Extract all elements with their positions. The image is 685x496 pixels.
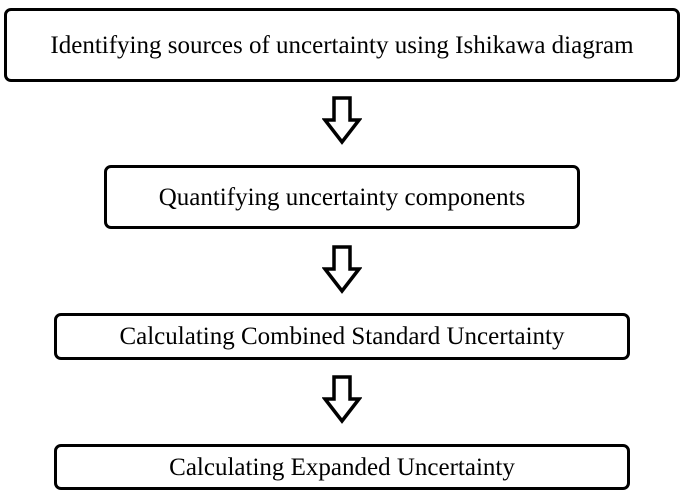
step-box-identify-sources: Identifying sources of uncertainty using…: [4, 8, 680, 82]
step-label-identify-sources: Identifying sources of uncertainty using…: [50, 31, 634, 59]
step-box-combined-uncertainty: Calculating Combined Standard Uncertaint…: [54, 313, 630, 360]
down-arrow-icon: [322, 375, 362, 424]
step-label-combined-uncertainty: Calculating Combined Standard Uncertaint…: [119, 323, 565, 350]
down-arrow-icon: [322, 245, 362, 294]
step-box-expanded-uncertainty: Calculating Expanded Uncertainty: [54, 444, 630, 490]
step-label-quantify-components: Quantifying uncertainty components: [158, 183, 526, 211]
step-label-expanded-uncertainty: Calculating Expanded Uncertainty: [169, 453, 515, 481]
down-arrow-icon: [322, 96, 362, 145]
step-box-quantify-components: Quantifying uncertainty components: [104, 165, 580, 229]
